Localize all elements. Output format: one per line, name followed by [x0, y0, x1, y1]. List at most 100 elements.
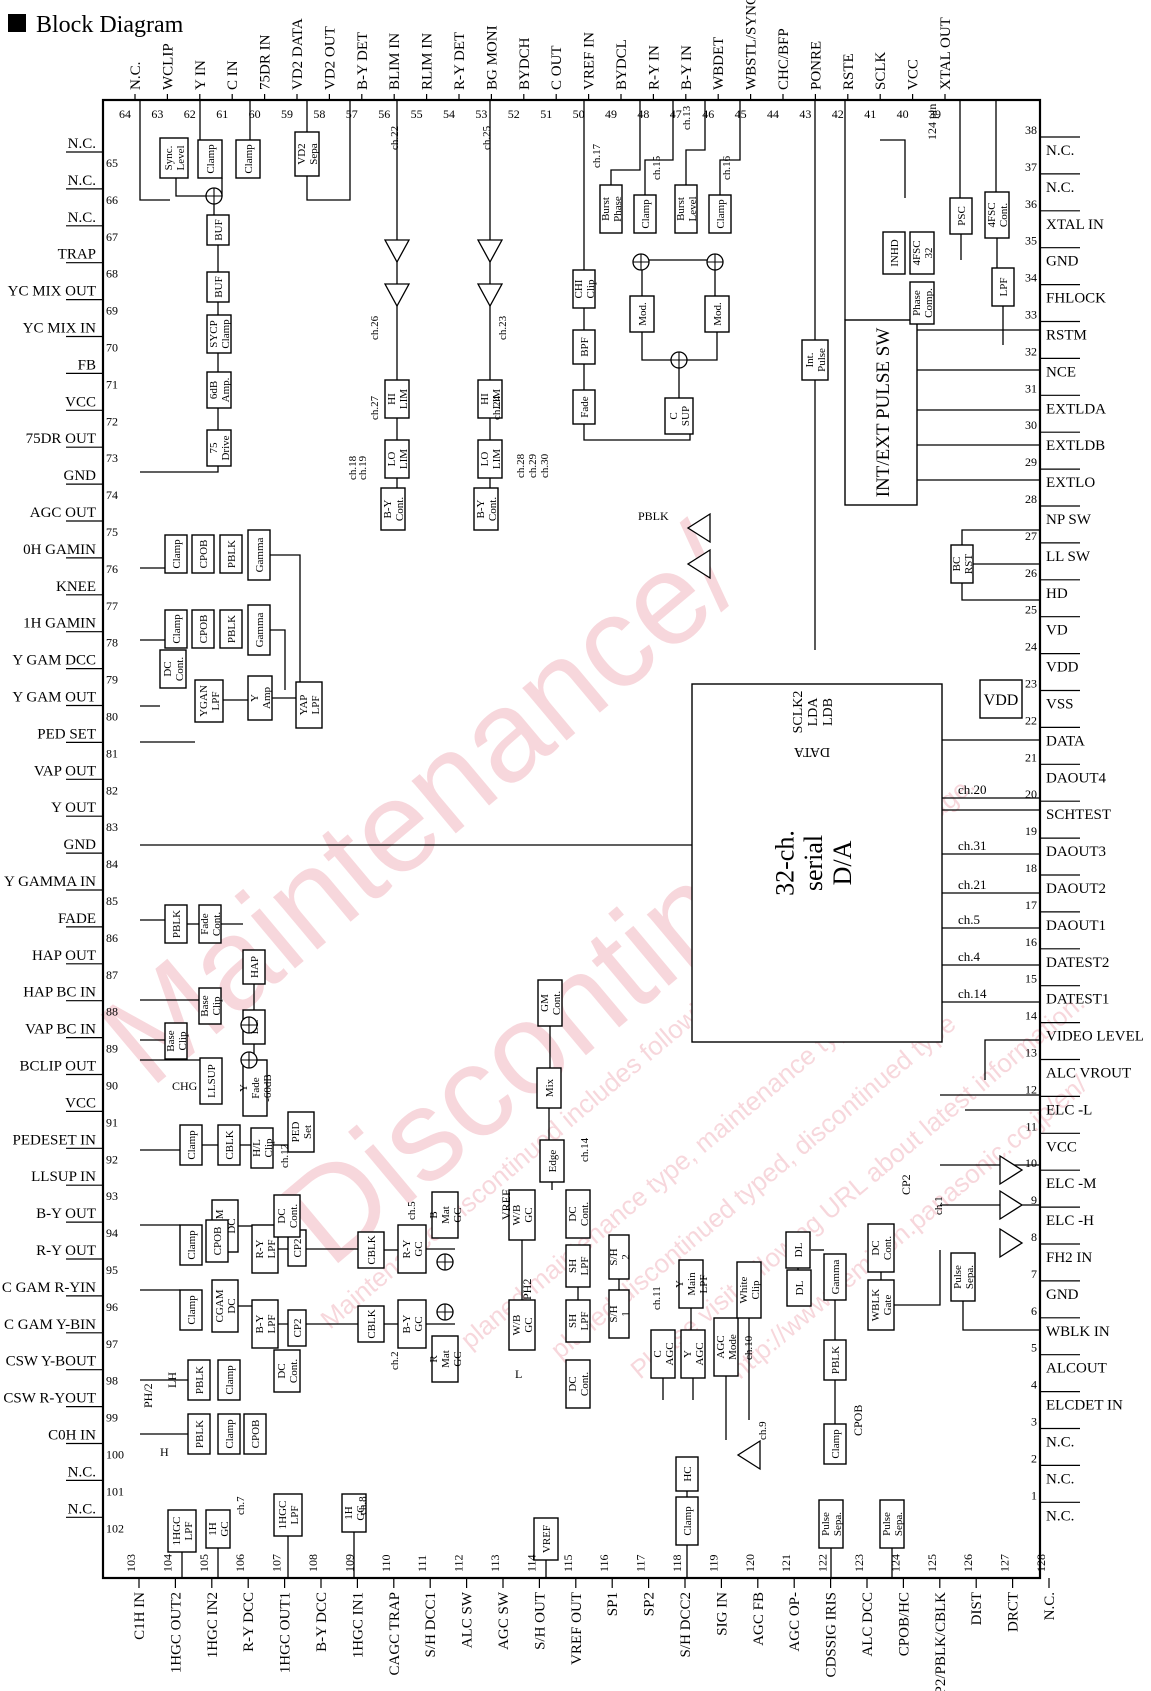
- hgc-1-box: [205, 1509, 231, 1549]
- bottom-pin-label: N.C.: [1042, 1592, 1058, 1620]
- wire: [644, 100, 674, 195]
- right-pin-label: SCHTEST: [1046, 807, 1111, 823]
- da-out-ch: ch.31: [958, 838, 987, 853]
- fsc-32-label: 4FSC32: [911, 240, 935, 265]
- right-pin-label: ELC -H: [1046, 1213, 1094, 1229]
- dc-cont-by-box: [273, 1349, 301, 1393]
- clamp-92-box: [179, 1124, 203, 1166]
- summing-node-cross: [437, 1304, 453, 1320]
- sh-2-label: S/H2: [608, 1248, 632, 1265]
- bottom-pin-label: R-Y DCC: [241, 1592, 257, 1652]
- right-pin-label: EXTLDA: [1046, 401, 1106, 417]
- cpob-95-label: CPOB: [212, 1227, 224, 1256]
- top-pin-number: 47: [670, 107, 682, 121]
- dc-cont-cp2-label: DCCont.: [870, 1236, 894, 1260]
- pulse-sepa-1-box: [818, 1499, 844, 1549]
- vdd-box-label: VDD: [984, 692, 1019, 709]
- bottom-pin-label: CDSSIG IRIS: [824, 1592, 840, 1677]
- left-pin-label: HAP BC IN: [23, 985, 96, 1001]
- top-pin-number: 53: [475, 107, 487, 121]
- misc-label: CP2: [899, 1174, 913, 1195]
- left-pin-label: HAP OUT: [32, 948, 96, 964]
- b-mat-gc-label: BMatGC: [428, 1206, 464, 1224]
- top-pin-label: VCC: [906, 59, 922, 90]
- misc-label: CHG: [172, 1079, 198, 1093]
- right-pin-number: 7: [1031, 1267, 1037, 1281]
- hgc-1-label: 1HGC: [207, 1521, 231, 1536]
- bottom-pin-label: AGC OP-: [787, 1592, 803, 1652]
- left-pin-label: C0H IN: [48, 1428, 96, 1444]
- channel-label: ch.14: [579, 1137, 591, 1162]
- bottom-pin-label: S/H OUT: [532, 1592, 548, 1650]
- dc-cont-cp2-box: [867, 1223, 895, 1273]
- clamp-cp2-label: Clamp: [682, 1506, 694, 1536]
- right-pin-label: VD: [1046, 623, 1068, 639]
- pblk-99-box: [187, 1413, 211, 1455]
- mix-box: [536, 1067, 562, 1109]
- title-bullet: [8, 14, 26, 32]
- inhd-label: INHD: [889, 239, 901, 267]
- wire: [685, 100, 706, 185]
- sycp-clamp-box: [206, 314, 232, 354]
- left-pin-number: 66: [106, 193, 118, 207]
- left-pin-number: 81: [106, 746, 118, 760]
- wblk-gate-label: WBLKGate: [870, 1289, 894, 1321]
- bottom-pin-number: 123: [852, 1554, 866, 1572]
- pblk-76-box: [219, 534, 243, 574]
- cblk-92-label: CBLK: [224, 1130, 236, 1159]
- pulse-sepa-1-label: PulseSepa.: [820, 1512, 844, 1536]
- y-fade-box: [242, 1059, 268, 1117]
- top-pin-label: 75DR IN: [258, 34, 274, 90]
- sh-1-label: S/H1: [608, 1305, 632, 1322]
- right-pin-number: 17: [1025, 898, 1037, 912]
- clamp-99-box: [217, 1413, 241, 1455]
- wires: [139, 100, 1040, 1578]
- y-agc-box: [680, 1329, 706, 1379]
- y-amp-box: [247, 675, 273, 721]
- right-pin-number: 9: [1031, 1193, 1037, 1207]
- hc-box: [675, 1456, 699, 1492]
- burst-phase-box: [599, 184, 623, 234]
- summing-node-cross: [241, 1052, 257, 1068]
- right-pin-number: 16: [1025, 935, 1037, 949]
- pblk-98-box: [187, 1359, 211, 1401]
- left-pin-number: 98: [106, 1374, 118, 1388]
- top-pin-number: 50: [573, 107, 585, 121]
- pulse-sepa-2-label: PulseSepa.: [881, 1512, 905, 1536]
- channel-label: ch.19: [357, 455, 369, 480]
- left-pin-label: 0H GAMIN: [23, 542, 96, 558]
- sh-lpf-1-box: [565, 1244, 591, 1288]
- top-pin-label: WBDET: [711, 37, 727, 90]
- wire: [962, 1301, 1040, 1331]
- right-pin-number: 12: [1025, 1082, 1037, 1096]
- ry-gc-box: [397, 1224, 427, 1274]
- da-out-ch: ch.20: [958, 782, 987, 797]
- right-pin-label: ELCDET IN: [1046, 1398, 1123, 1414]
- pulse-sepa-7-label: PulseSepa.: [952, 1265, 976, 1289]
- top-pin-number: 51: [540, 107, 552, 121]
- dc-cont-ry-box: [273, 1194, 301, 1238]
- bottom-pin-label: AGC FB: [751, 1592, 767, 1646]
- pulse-sepa-2-box: [879, 1499, 905, 1549]
- right-pin-number: 2: [1031, 1451, 1037, 1465]
- amp-6db-box: [206, 371, 232, 409]
- right-pin-label: VIDEO LEVEL: [1046, 1029, 1144, 1045]
- bottom-pin-number: 106: [233, 1554, 247, 1572]
- channel-label: ch.9: [757, 1421, 769, 1440]
- cpob-78-box: [191, 609, 215, 649]
- bottom-pin-number: 116: [597, 1554, 611, 1572]
- yap-lpf-label: YAPLPF: [298, 695, 322, 716]
- bottom-pin-number: 112: [452, 1554, 466, 1572]
- left-pin-label: LLSUP IN: [31, 1169, 96, 1185]
- serial-da-box: [691, 683, 943, 1043]
- left-pin-label: N.C.: [68, 1501, 96, 1517]
- fade-cont-label: FadeCont.: [199, 912, 223, 936]
- clamp-97-label: Clamp: [186, 1295, 198, 1325]
- left-pin-label: Y GAM DCC: [12, 653, 96, 669]
- right-pin-number: 23: [1025, 677, 1037, 691]
- pblk-78-label: PBLK: [226, 615, 238, 643]
- misc-label: LH: [165, 1372, 179, 1388]
- cgam-dc-2-label: CGAMDC: [214, 1289, 238, 1322]
- top-pin-label: RLIM IN: [420, 33, 436, 90]
- right-pin-label: N.C.: [1046, 180, 1074, 196]
